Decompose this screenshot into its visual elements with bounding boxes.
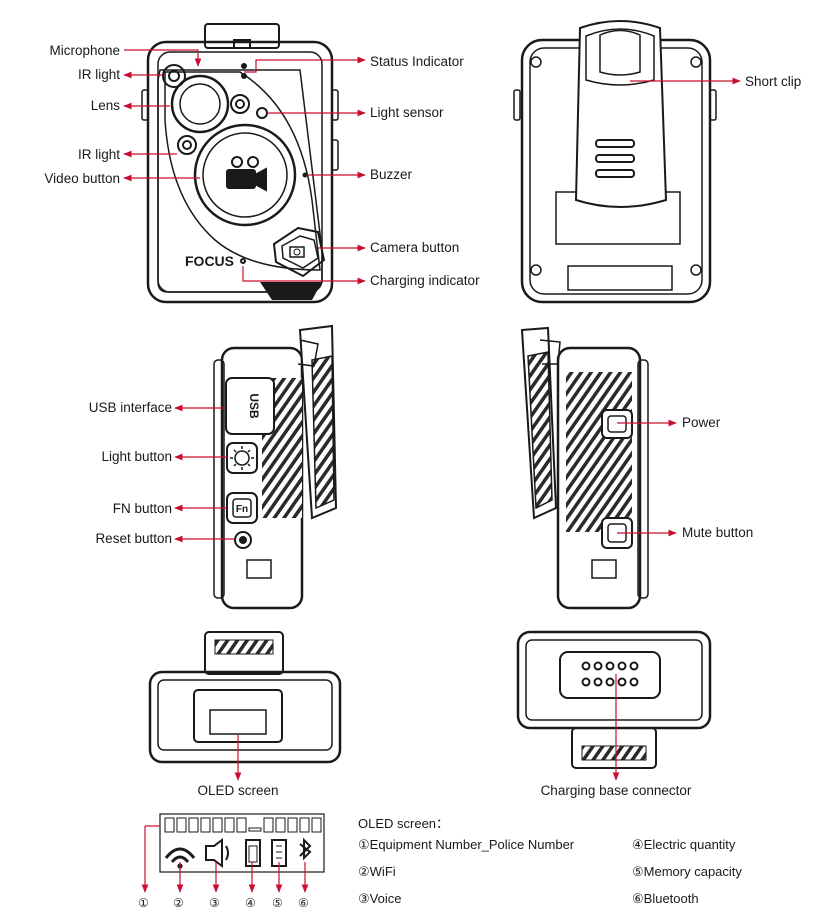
label-usb-interface: USB interface [88, 400, 172, 415]
leader-lines [123, 49, 741, 893]
oled-pixel-display [159, 813, 325, 873]
left-side-view [213, 324, 338, 610]
battery-icon [245, 839, 261, 867]
marker-4: ④ [245, 896, 256, 910]
video-button-ring [193, 123, 297, 227]
lens-icon [170, 74, 230, 134]
oled-legend-item-2: ②WiFi [358, 864, 396, 879]
label-lens: Lens [90, 98, 120, 113]
back-view [513, 20, 717, 304]
ir-light-top-icon [162, 64, 186, 88]
base-clip [571, 727, 657, 769]
voice-icon [205, 838, 223, 868]
video-button-icon [226, 169, 256, 189]
label-ir-light-bottom: IR light [77, 147, 120, 162]
front-view [141, 23, 339, 304]
label-power: Power [682, 415, 721, 430]
label-buzzer: Buzzer [370, 167, 413, 182]
right-side-body [556, 346, 642, 610]
oled-legend-item-4: ④Electric quantity [632, 837, 736, 852]
label-charging-base-connector: Charging base connector [540, 783, 692, 798]
short-clip [574, 20, 668, 208]
status-indicator-icon [241, 63, 247, 69]
bottom-view-oled [148, 631, 342, 764]
oled-legend-title: OLED screen： [358, 816, 450, 831]
oled-legend-item-6: ⑥Bluetooth [632, 891, 699, 906]
label-microphone: Microphone [49, 43, 120, 58]
label-charging-indicator: Charging indicator [370, 273, 480, 288]
label-mute-button: Mute button [682, 525, 754, 540]
usb-interface [225, 377, 275, 435]
label-light-button: Light button [101, 449, 172, 464]
bottom-clip [204, 631, 284, 675]
front-clip-top [204, 23, 280, 49]
camera-button [272, 226, 326, 278]
marker-1: ① [138, 896, 149, 910]
label-light-sensor: Light sensor [370, 105, 444, 120]
buzzer-icon [302, 172, 308, 178]
marker-2: ② [173, 896, 184, 910]
bluetooth-icon [299, 837, 312, 861]
reset-button [234, 531, 252, 549]
oled-display-frame [159, 813, 325, 873]
front-clip-latch [233, 39, 251, 49]
marker-5: ⑤ [272, 896, 283, 910]
oled-legend-item-5: ⑤Memory capacity [632, 864, 742, 879]
power-button [601, 409, 633, 439]
bottom-body [148, 670, 342, 764]
camera-icon [289, 246, 305, 258]
front-body [146, 40, 334, 304]
right-side-view [520, 326, 649, 610]
label-short-clip: Short clip [745, 74, 802, 89]
wifi-icon [164, 847, 196, 859]
marker-6: ⑥ [298, 896, 309, 910]
marker-3: ③ [209, 896, 220, 910]
charging-indicator-icon [240, 258, 246, 264]
fn-button-text: Fn [236, 504, 248, 515]
ir-light-bottom-icon [177, 135, 197, 155]
brand-logo: FOCUS [185, 253, 234, 269]
label-oled-screen: OLED screen [197, 783, 279, 798]
label-camera-button: Camera button [370, 240, 460, 255]
bottom-view-base [516, 630, 712, 769]
label-status-indicator: Status Indicator [370, 54, 464, 69]
oled-legend-item-1: ①Equipment Number_Police Number [358, 837, 575, 852]
front-small-lens-icon [230, 94, 250, 114]
label-ir-light-top: IR light [77, 67, 120, 82]
oled-screen [209, 709, 267, 735]
charging-connector [559, 651, 661, 699]
label-reset-button: Reset button [95, 531, 172, 546]
light-sensor-icon [256, 107, 268, 119]
label-fn-button: FN button [112, 501, 172, 516]
oled-legend-item-3: ③Voice [358, 891, 402, 906]
label-video-button: Video button [44, 171, 120, 186]
usb-port-text: USB [247, 393, 261, 419]
